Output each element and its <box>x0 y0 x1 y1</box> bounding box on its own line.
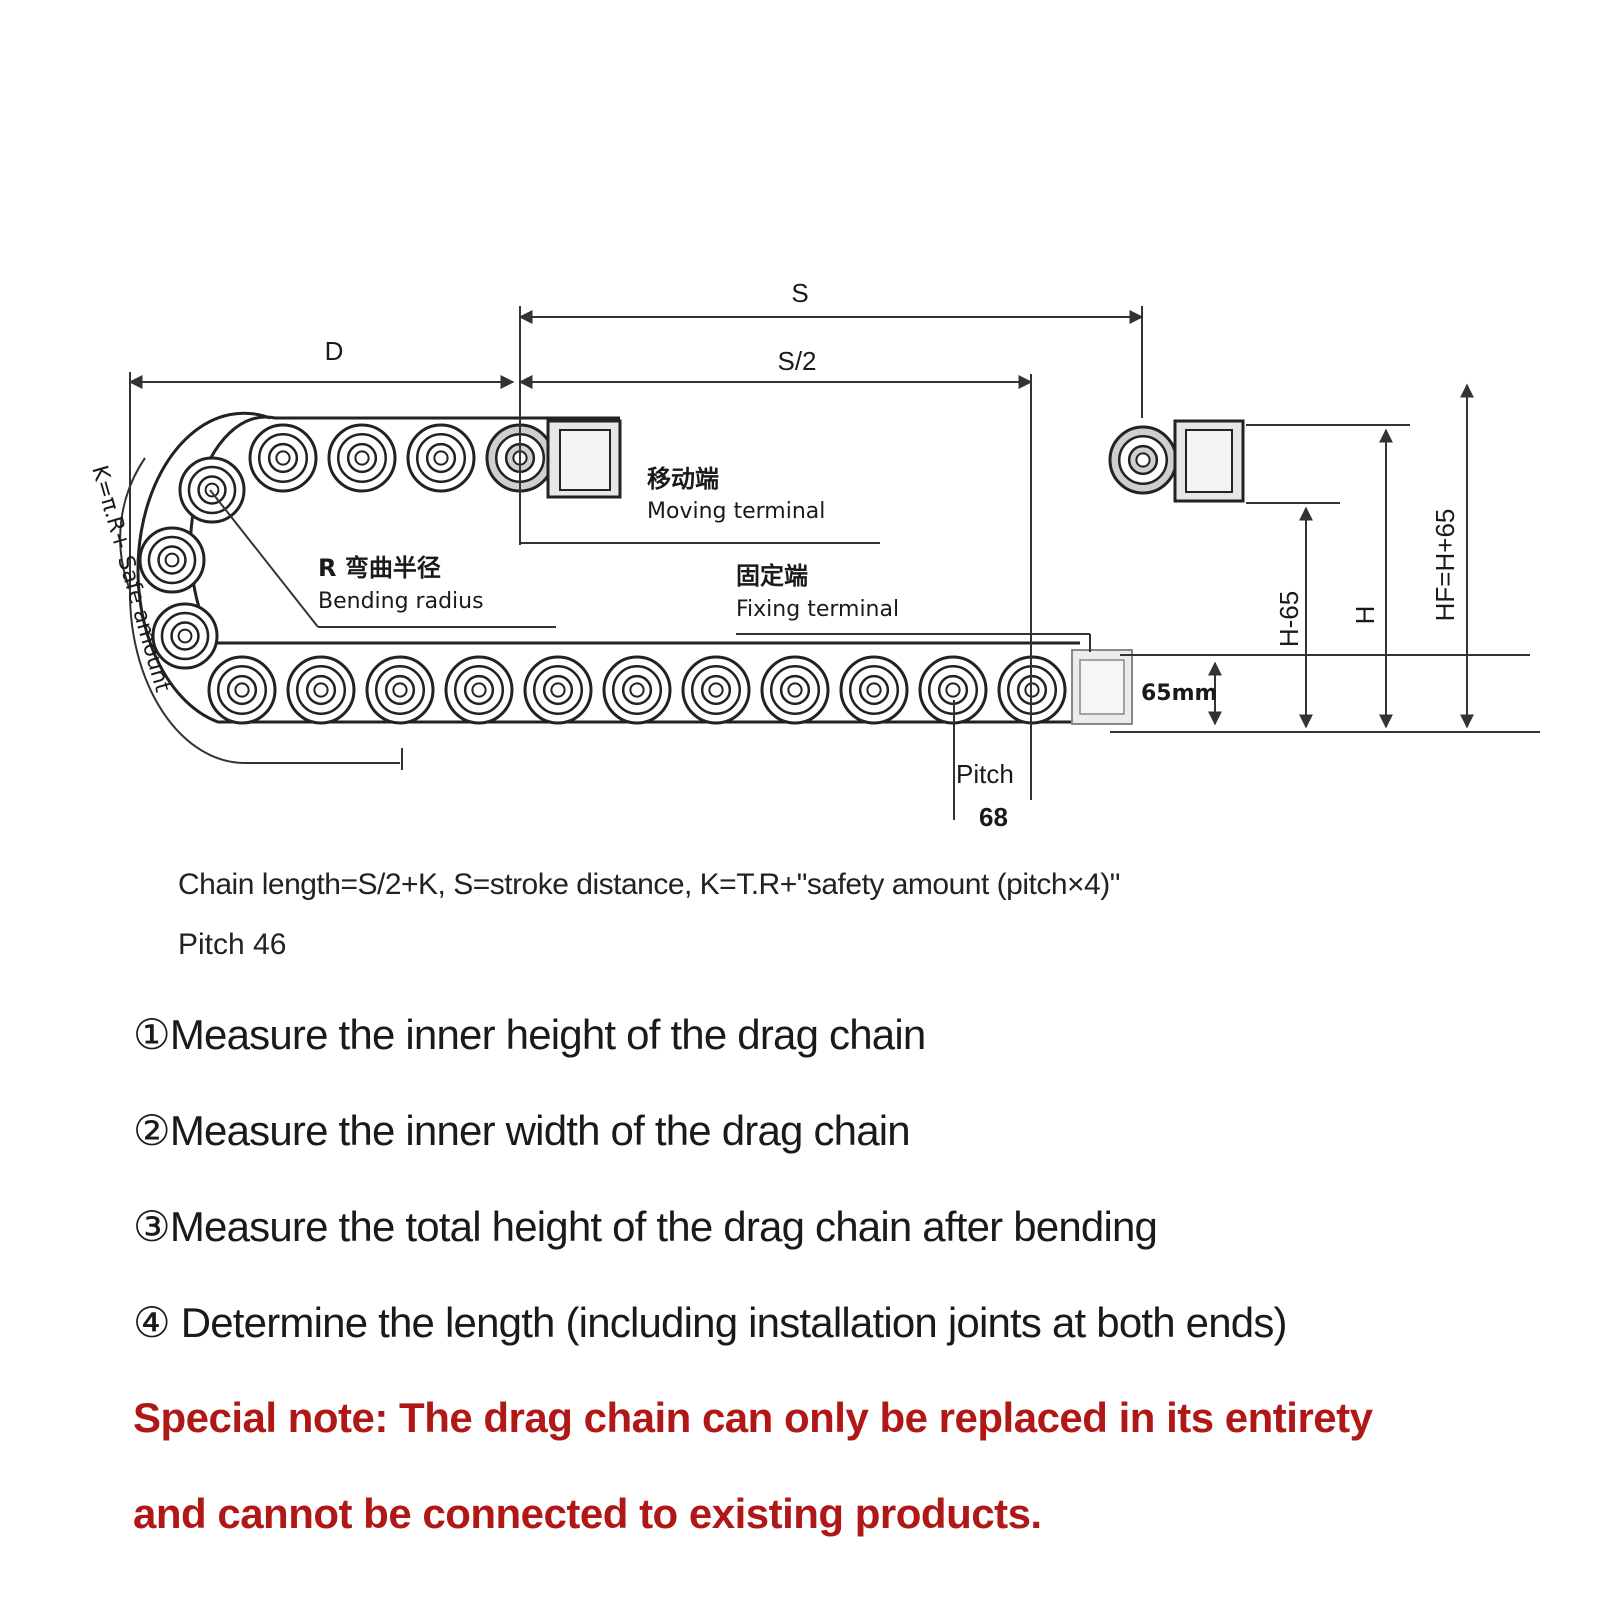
hf-label: HF=H+65 <box>1430 509 1460 622</box>
chain-link <box>286 655 356 725</box>
fixing-terminal-en: Fixing terminal <box>736 597 899 622</box>
chain-link <box>1108 425 1178 495</box>
step-3: ③Measure the total height of the drag ch… <box>133 1203 1158 1250</box>
chain-link <box>406 423 476 493</box>
chain-link <box>523 655 593 725</box>
dim-s-half-label: S/2 <box>777 346 816 376</box>
pitch-label: Pitch <box>956 759 1014 789</box>
chain-link <box>918 655 988 725</box>
chain-links <box>138 423 1178 725</box>
right-terminal-inner <box>1185 429 1233 493</box>
bending-radius-en: Bending radius <box>318 589 484 614</box>
step-4: ④ Determine the length (including instal… <box>133 1299 1288 1346</box>
chain-link <box>207 655 277 725</box>
step-2: ②Measure the inner width of the drag cha… <box>133 1107 911 1154</box>
h-minus-65-label: H-65 <box>1274 591 1304 647</box>
chain-link <box>444 655 514 725</box>
step-1: ①Measure the inner height of the drag ch… <box>133 1011 926 1058</box>
special-note-line-2: and cannot be connected to existing prod… <box>133 1490 1042 1537</box>
pitch-value: 68 <box>979 802 1008 832</box>
pitch-note: Pitch 46 <box>178 928 287 961</box>
bending-radius-cn: R 弯曲半径 <box>318 554 441 582</box>
chain-link <box>839 655 909 725</box>
moving-terminal-inner <box>559 429 611 491</box>
drag-chain-diagram: S S/2 D 移动端 Moving terminal 固定端 Fixing t… <box>86 278 1540 832</box>
moving-terminal-en: Moving terminal <box>647 499 825 524</box>
dim-d-label: D <box>325 336 344 366</box>
fixing-terminal-cn: 固定端 <box>736 562 808 590</box>
chain-link <box>138 526 206 594</box>
moving-terminal-cn: 移动端 <box>647 465 719 493</box>
chain-link <box>178 456 246 524</box>
dim-s-label: S <box>791 278 808 308</box>
dimension-lines <box>119 306 1540 820</box>
chain-link <box>248 423 318 493</box>
inner-65-label: 65mm <box>1141 681 1217 706</box>
chain-link <box>760 655 830 725</box>
chain-length-formula: Chain length=S/2+K, S=stroke distance, K… <box>178 868 1120 901</box>
chain-link <box>602 655 672 725</box>
chain-link <box>327 423 397 493</box>
chain-link <box>365 655 435 725</box>
h-label: H <box>1350 606 1380 625</box>
chain-link <box>151 602 219 670</box>
chain-link <box>681 655 751 725</box>
special-note-line-1: Special note: The drag chain can only be… <box>133 1394 1373 1441</box>
fixing-terminal-inner <box>1079 659 1125 715</box>
